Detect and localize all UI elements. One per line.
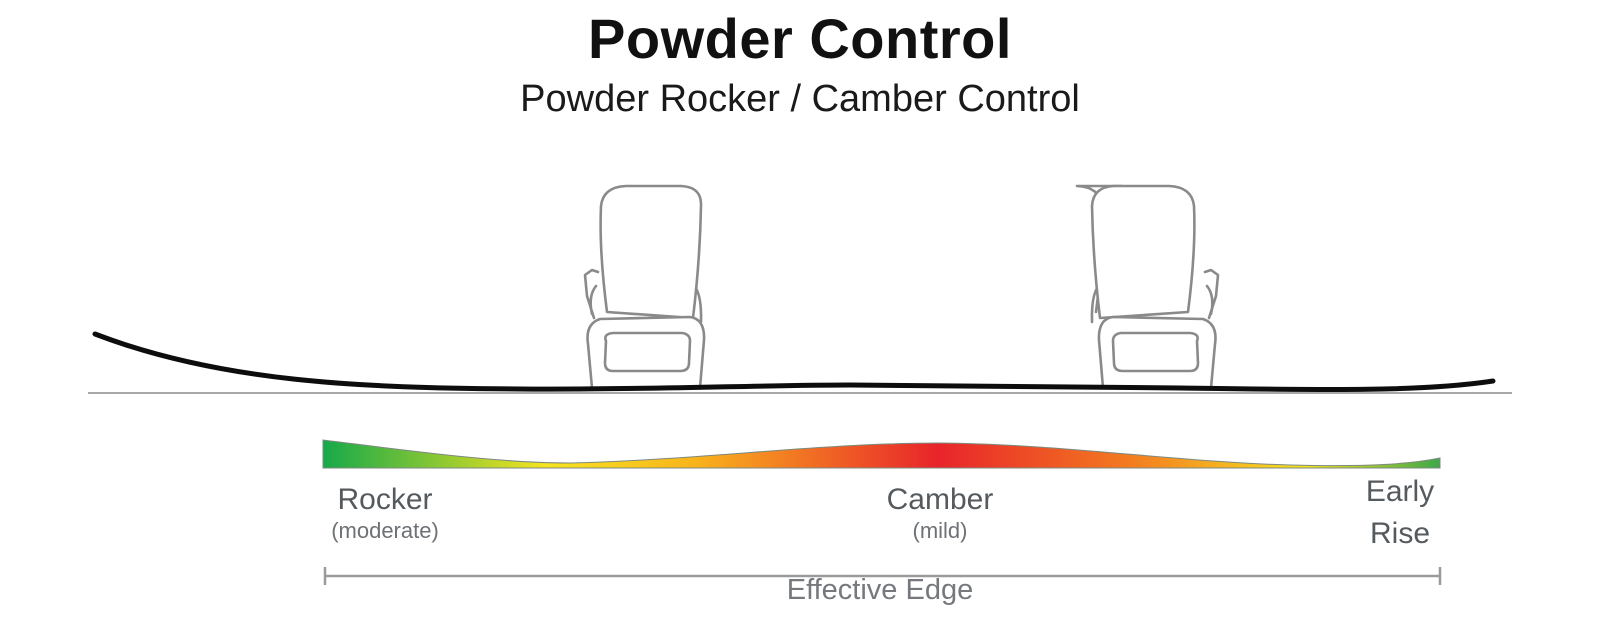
profile-gradient-bar (322, 439, 1441, 469)
effective-edge-label: Effective Edge (786, 574, 974, 606)
left-binding-icon (583, 184, 706, 390)
early-rise-zone-label: Early Rise (1340, 474, 1460, 552)
camber-label: Camber (886, 483, 994, 516)
early-rise-label-line2: Rise (1369, 517, 1430, 550)
diagram-title: Powder Control (588, 7, 1012, 70)
camber-detail: (mild) (912, 518, 968, 543)
snowboard-profile (92, 331, 1496, 393)
effective-edge-bracket (323, 567, 1442, 585)
right-binding-icon (1075, 184, 1220, 390)
early-rise-label-line1: Early (1365, 475, 1435, 508)
rocker-label: Rocker (337, 483, 433, 516)
diagram-subtitle: Powder Rocker / Camber Control (520, 78, 1080, 120)
camber-zone-label: Camber (mild) (860, 482, 1020, 544)
rocker-detail: (moderate) (331, 518, 439, 543)
rocker-zone-label: Rocker (moderate) (300, 482, 470, 544)
